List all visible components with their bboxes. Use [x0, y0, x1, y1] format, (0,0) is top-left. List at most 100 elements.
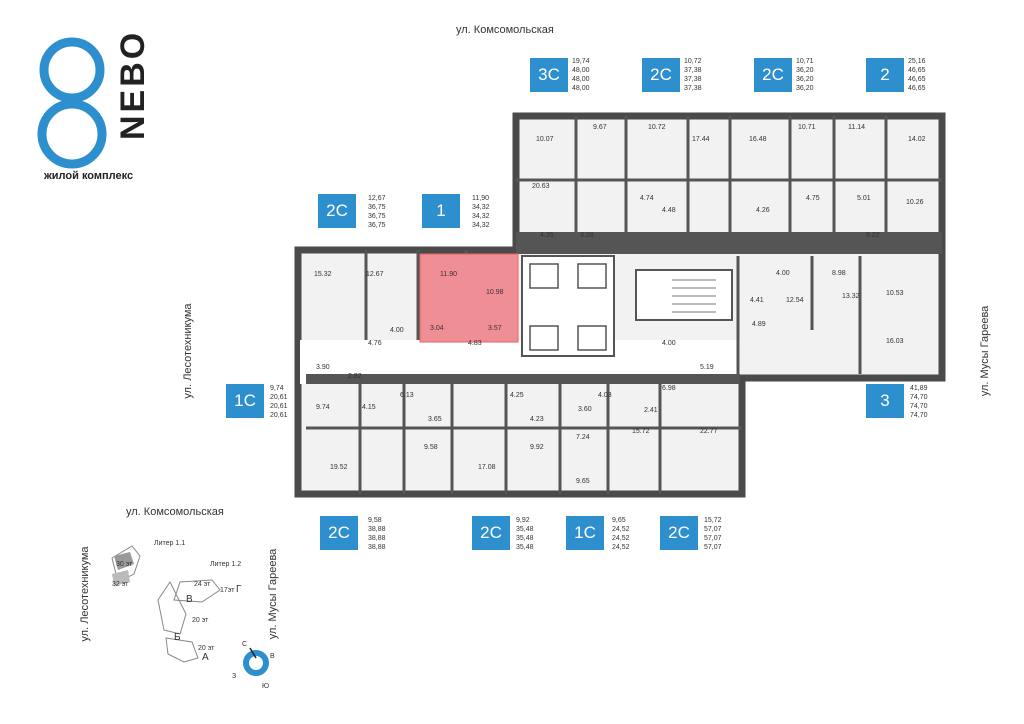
room-area: 6.98: [662, 385, 676, 392]
keyplan-floor: 30 эт: [116, 561, 133, 568]
room-area: 17.44: [692, 136, 710, 143]
room-area: 3.65: [428, 416, 442, 423]
room-area: 10.71: [798, 124, 816, 131]
keyplan-floor: 24 эт: [194, 581, 211, 588]
unit-badge[interactable]: 2С: [754, 58, 792, 92]
keyplan-street-left: ул. Лесотехникума: [79, 546, 91, 642]
room-area: 7.24: [576, 434, 590, 441]
keyplan: Литер 1.1 Литер 1.2 30 эт 32 эт 24 эт 17…: [111, 540, 242, 663]
room-area: 17.08: [478, 464, 496, 471]
room-area: 4.83: [468, 340, 482, 347]
unit-badge[interactable]: 2С: [320, 516, 358, 550]
room-area: 19.52: [330, 464, 348, 471]
room-area: 4.00: [390, 327, 404, 334]
room-area: 4.89: [752, 321, 766, 328]
room-area: 8.98: [832, 270, 846, 277]
unit-badge[interactable]: 2С: [660, 516, 698, 550]
room-area: 10.72: [648, 124, 666, 131]
compass-south: Ю: [262, 683, 269, 690]
room-area: 13.32: [842, 293, 860, 300]
room-area: 22.77: [700, 428, 718, 435]
room-area: 10.53: [886, 290, 904, 297]
room-area: 10.07: [536, 136, 554, 143]
keyplan-floor: 32 эт: [112, 581, 129, 588]
unit-badge[interactable]: 1: [422, 194, 460, 228]
room-area: 12.67: [366, 271, 384, 278]
room-area: 4.15: [362, 404, 376, 411]
unit-badge[interactable]: 2С: [318, 194, 356, 228]
keyplan-section: В: [186, 594, 193, 605]
room-area: 11.90: [440, 271, 457, 278]
room-area: 6.22: [866, 232, 880, 239]
unit-badge[interactable]: 2С: [642, 58, 680, 92]
room-area: 3.04: [430, 325, 444, 332]
room-area: 2.41: [644, 407, 658, 414]
keyplan-active-section: [114, 552, 134, 570]
keyplan-liter2: Литер 1.2: [210, 561, 241, 568]
room-area: 15.72: [632, 428, 650, 435]
keyplan-street-top: ул. Комсомольская: [126, 506, 224, 518]
room-area: 11.14: [848, 124, 865, 131]
unit-badge[interactable]: 1С: [226, 384, 264, 418]
room-area: 4.00: [776, 270, 790, 277]
room-area: 16.03: [886, 338, 904, 345]
room-area: 10.98: [486, 289, 504, 296]
keyplan-section: А: [202, 652, 209, 663]
room-area: 9.92: [530, 444, 544, 451]
room-area: 9.58: [424, 444, 438, 451]
compass-icon: С В З Ю: [232, 641, 275, 690]
room-area: 4.41: [750, 297, 764, 304]
room-area: 5.01: [857, 195, 871, 202]
room-area: 4.74: [640, 195, 654, 202]
unit-badge[interactable]: 2С: [472, 516, 510, 550]
keyplan-floor: 17эт: [220, 587, 235, 594]
unit-badge[interactable]: 1С: [566, 516, 604, 550]
compass-west: З: [232, 673, 236, 680]
room-area: 14.02: [908, 136, 926, 143]
street-top: ул. Комсомольская: [456, 24, 554, 36]
unit-badge[interactable]: 3: [866, 384, 904, 418]
keyplan-section: Б: [174, 632, 181, 643]
room-area: 4.26: [756, 207, 770, 214]
room-area: 9.74: [316, 404, 330, 411]
building-outline: [294, 112, 946, 498]
room-area: 3.57: [488, 325, 502, 332]
unit-badge[interactable]: 2: [866, 58, 904, 92]
room-area: 9.65: [576, 478, 590, 485]
room-area: 4.00: [662, 340, 676, 347]
compass-east: В: [270, 653, 275, 660]
compass-north: С: [242, 641, 247, 648]
room-area: 4.35: [540, 232, 554, 239]
room-area: 12.54: [786, 297, 804, 304]
keyplan-liter1: Литер 1.1: [154, 540, 185, 547]
room-area: 4.23: [530, 416, 544, 423]
room-area: 2.82: [348, 373, 362, 380]
unit-badge[interactable]: 3С: [530, 58, 568, 92]
room-area: 4.76: [368, 340, 382, 347]
room-area: 3.90: [316, 364, 330, 371]
keyplan-section: Г: [236, 584, 242, 595]
room-labels: 10.07 9.67 10.72 17.44 16.48 10.71 11.14…: [314, 124, 926, 485]
keyplan-floor: 20 эт: [192, 617, 209, 624]
keyplan-floor: 20 эт: [198, 645, 215, 652]
room-area: 3.60: [578, 406, 592, 413]
room-area: 4.48: [662, 207, 676, 214]
room-area: 16.48: [749, 136, 767, 143]
room-area: 6.13: [400, 392, 414, 399]
room-area: 5.19: [700, 364, 714, 371]
room-area: 4.75: [806, 195, 820, 202]
logo-eight-icon: [37, 37, 107, 169]
logo-subtitle: жилой комплекс: [44, 170, 134, 182]
room-area: 4.25: [510, 392, 524, 399]
logo: [36, 30, 116, 170]
